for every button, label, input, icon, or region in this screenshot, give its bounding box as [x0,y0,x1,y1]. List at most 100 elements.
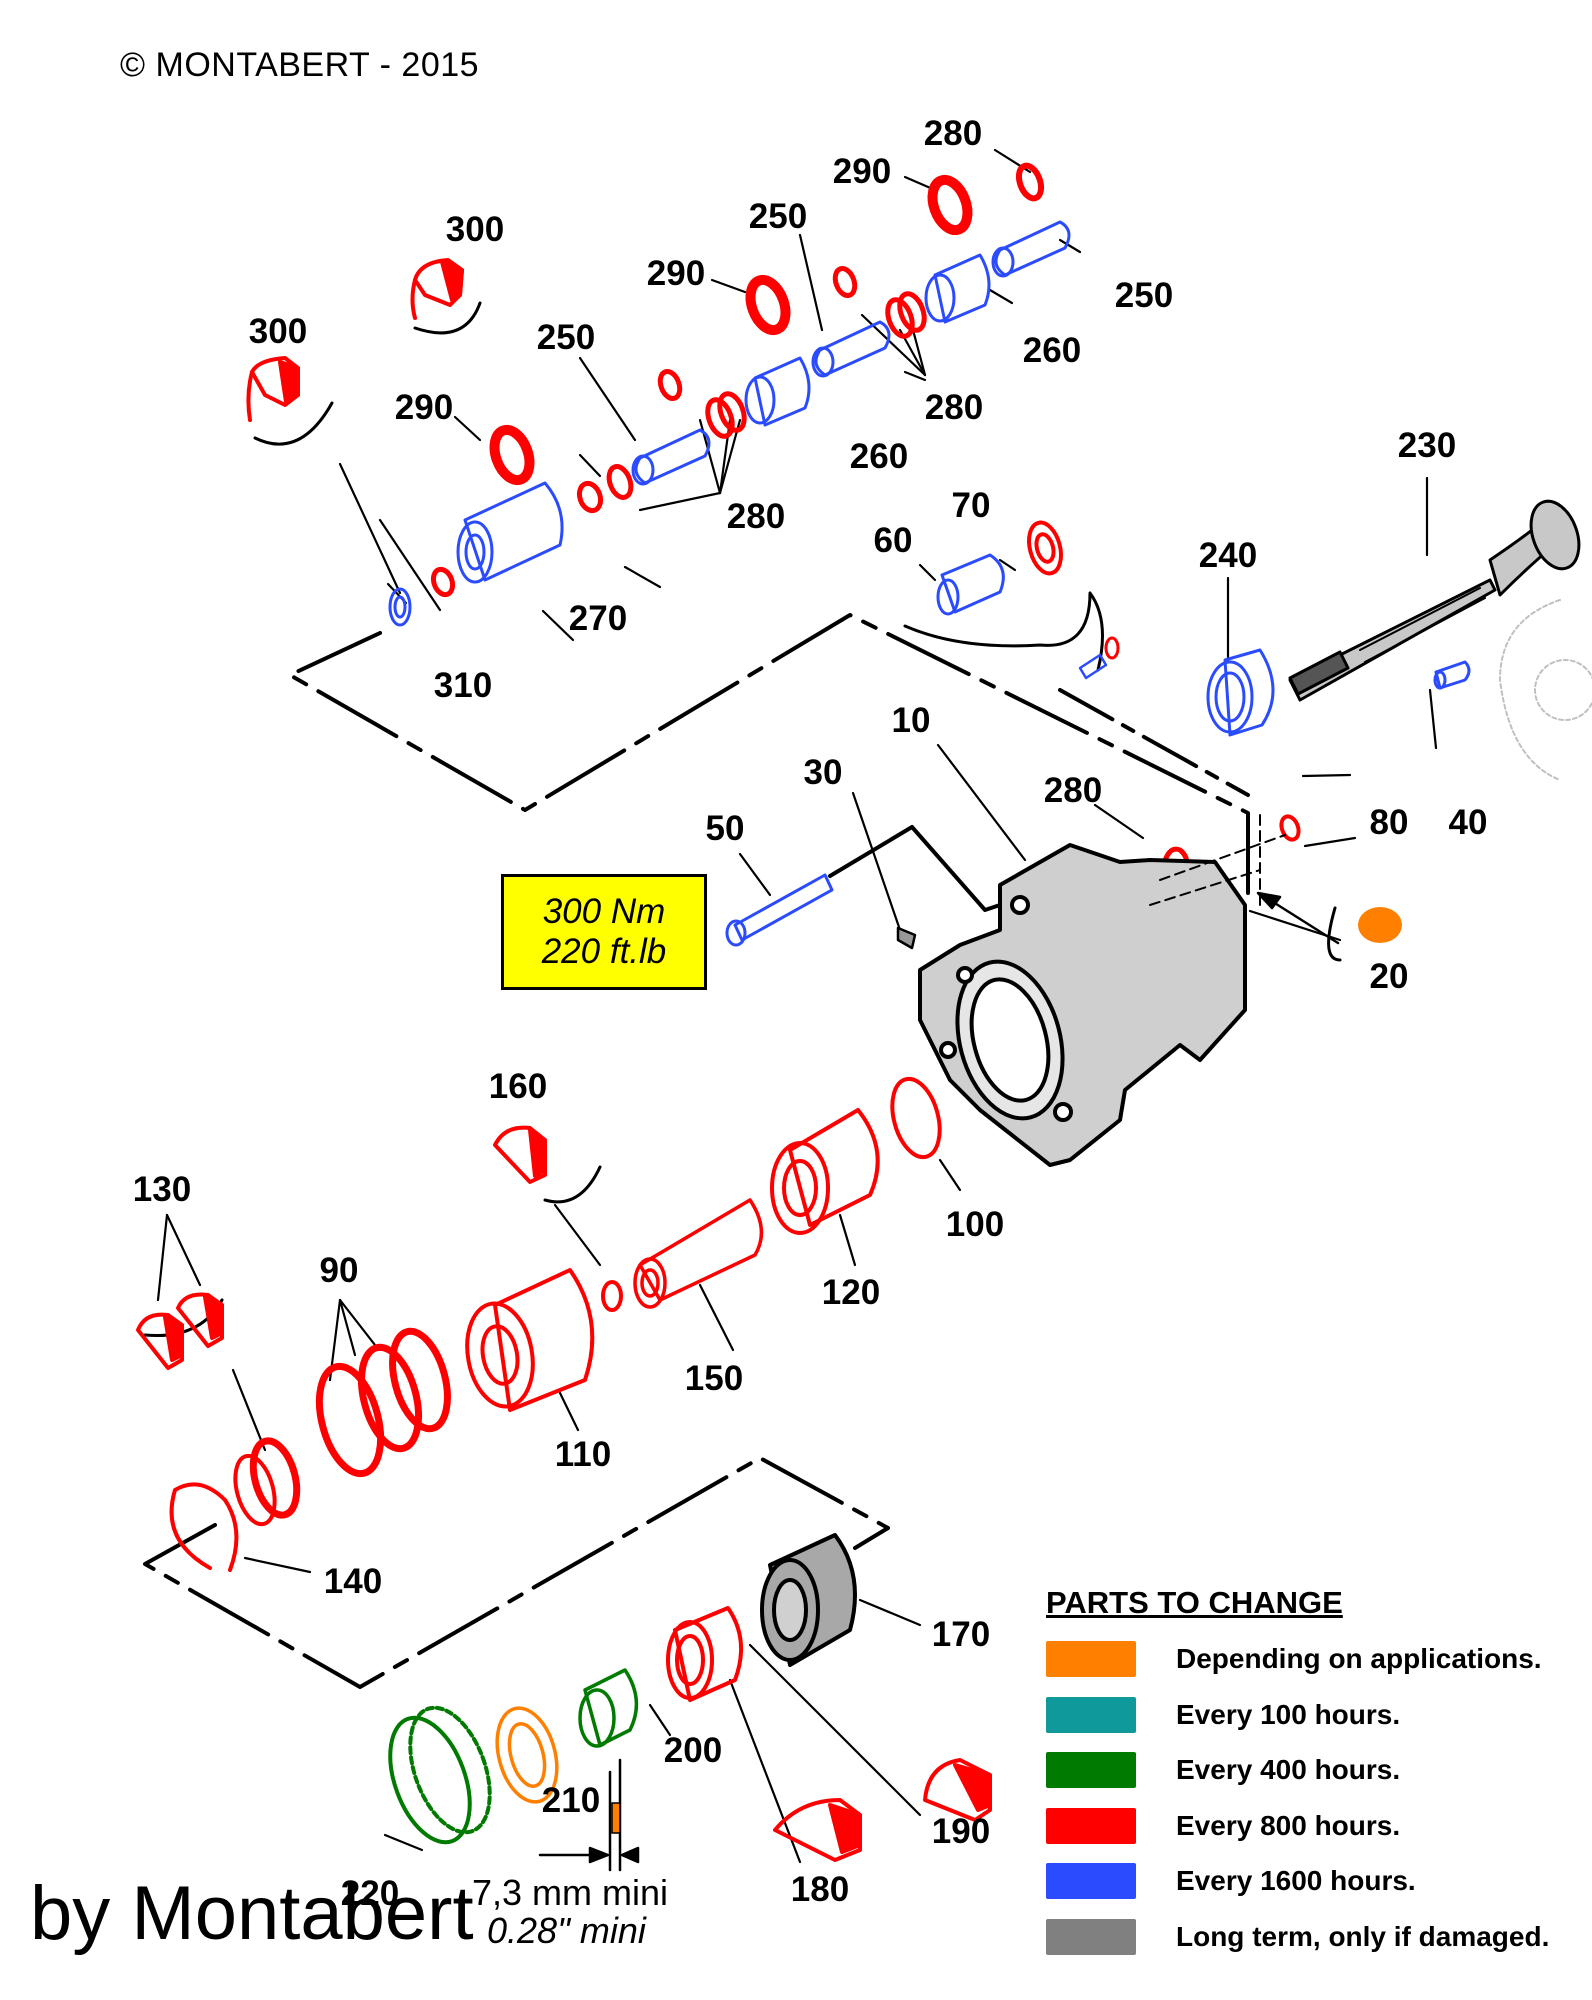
part-label: 280 [726,497,786,536]
part-300-seal-left [246,356,300,422]
legend-item: Depending on applications. [1046,1641,1586,1677]
dimension-metric: 7,3 mm mini [472,1872,669,1913]
legend-swatch-teal [1046,1696,1136,1733]
part-label: 180 [790,1870,850,1909]
part-label: 110 [554,1435,612,1474]
part-90-rings [315,1327,451,1478]
part-240-bearing [1206,648,1275,737]
torque-spec-box: 300 Nm 220 ft.lb [501,874,707,990]
part-label: 290 [394,388,454,427]
part-120-guide [770,1108,880,1235]
part-label: 300 [248,312,308,351]
watermark: by Montabert [30,1871,474,1956]
part-10-housing [918,843,1247,1167]
part-label: 250 [748,197,808,236]
part-label: 230 [1397,426,1457,465]
legend-label: Every 1600 hours. [1176,1865,1416,1896]
part-170-buffer [760,1533,857,1667]
lower-assembly-frame [143,1456,890,1689]
part-260-sleeve [744,253,991,427]
part-230-thread [1359,587,1486,663]
torque-imperial: 220 ft.lb [541,932,667,971]
legend-item: Every 800 hours. [1046,1807,1586,1844]
part-label: 290 [646,254,706,293]
part-label: 70 [951,486,991,525]
legend-swatch-blue [1046,1863,1136,1899]
part-label: 160 [488,1067,548,1106]
part-label: 100 [945,1205,1005,1244]
dimension-indicator [538,1758,640,1872]
bolt-frame-line [828,825,1002,912]
part-140-snap-ring [169,1437,301,1572]
legend-label: Long term, only if damaged. [1176,1920,1550,1952]
part-label: 20 [1369,957,1409,996]
part-label: 280 [924,388,984,427]
legend-label: Every 400 hours. [1176,1754,1401,1785]
part-70-seal [1027,520,1063,576]
part-280-orings-pair [430,265,927,598]
part-280-oring [1015,162,1045,202]
legend-item: Every 400 hours. [1046,1752,1586,1788]
part-label: 280 [923,114,983,153]
part-130-seals [136,1292,224,1370]
part-label: 90 [319,1251,359,1290]
part-30-fitting [896,926,917,950]
legend-item: Every 100 hours. [1046,1696,1586,1733]
legend-item: Every 1600 hours. [1046,1863,1586,1899]
legend-label: Every 100 hours. [1176,1698,1401,1730]
part-300-seal-mid [410,258,464,320]
part-200-180-190-seal-assembly [666,1606,744,1702]
small-parts-60-70 [1078,636,1120,680]
part-label: 40 [1448,803,1488,842]
part-label: 30 [803,753,843,792]
part-label: 300 [445,210,505,249]
part-label: 10 [891,701,931,740]
part-label: 280 [1043,771,1103,810]
part-label: 150 [684,1359,744,1398]
legend-label: Every 800 hours. [1176,1809,1401,1841]
part-label: 80 [1369,803,1409,842]
leader-lines [156,148,1438,1864]
legend-swatch-gray [1046,1918,1136,1955]
part-label: 120 [821,1273,881,1312]
part-label: 130 [132,1170,192,1209]
copyright-text: © MONTABERT - 2015 [120,46,480,84]
part-label: 200 [663,1731,723,1770]
part-270-valve-body [456,481,564,584]
legend: PARTS TO CHANGE Depending on application… [1046,1585,1586,1974]
part-100-oring [890,1076,942,1160]
part-40-pin [1433,660,1471,690]
part-label: 250 [1114,276,1174,315]
part-label: 290 [832,152,892,191]
part-label: 270 [568,599,628,638]
part-160-small-oring [601,1280,623,1312]
part-label: 140 [323,1562,383,1601]
part-label: 170 [931,1615,991,1654]
legend-swatch-orange [1046,1641,1136,1677]
part-220-bearing [388,1705,492,1845]
part-label: 220 [340,1874,400,1913]
torque-metric: 300 Nm [542,892,666,931]
legend-item: Long term, only if damaged. [1046,1918,1586,1955]
part-230-shaft [1288,499,1581,702]
part-label: 240 [1198,536,1258,575]
part-label: 210 [541,1781,601,1820]
part-label: 260 [849,437,909,476]
part-50-bolt [725,873,834,947]
part-210-washer [495,1706,559,1804]
legend-label: Depending on applications. [1176,1643,1542,1674]
housing-dash-lines [1149,814,1286,906]
upper-assembly-frame [288,613,1250,895]
part-150-piston [633,1198,764,1309]
legend-swatch-red [1046,1807,1136,1844]
part-label: 50 [705,809,745,848]
part-290-seal [489,174,973,486]
part-label: 250 [536,318,596,357]
part-200-green-guide [578,1668,639,1748]
part-label: 190 [931,1812,991,1851]
part-180-seal [773,1798,862,1862]
part-310-bushing [388,587,412,627]
part-160-seal [493,1125,547,1184]
part-250-valve [631,220,1071,486]
